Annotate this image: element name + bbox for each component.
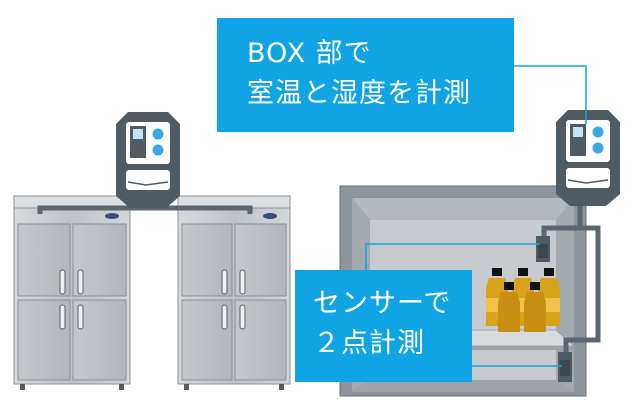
callout-sensor-line2: ２点計測 (313, 328, 425, 359)
callout-sensor-line1: センサーで (313, 288, 452, 319)
temperature-sensor-upper-icon (536, 236, 550, 262)
cable-right (541, 196, 583, 236)
callout-box-line2: 室温と湿度を計測 (247, 78, 471, 109)
leader-line-sensor-upper (365, 243, 540, 270)
refrigerator-left-icon (13, 195, 131, 390)
temperature-sensor-lower-icon (558, 352, 572, 382)
callout-box-line1: BOX 部で (247, 38, 372, 69)
refrigerator-right-icon (177, 195, 291, 390)
monitor-device-left-icon (116, 112, 180, 208)
leader-line-box (514, 65, 587, 124)
callout-box-measurement: BOX 部で 室温と湿度を計測 (217, 18, 514, 132)
bottle-icon (486, 268, 560, 332)
monitor-device-right-icon (556, 110, 620, 206)
callout-sensor-measurement: センサーで ２点計測 (295, 270, 472, 382)
